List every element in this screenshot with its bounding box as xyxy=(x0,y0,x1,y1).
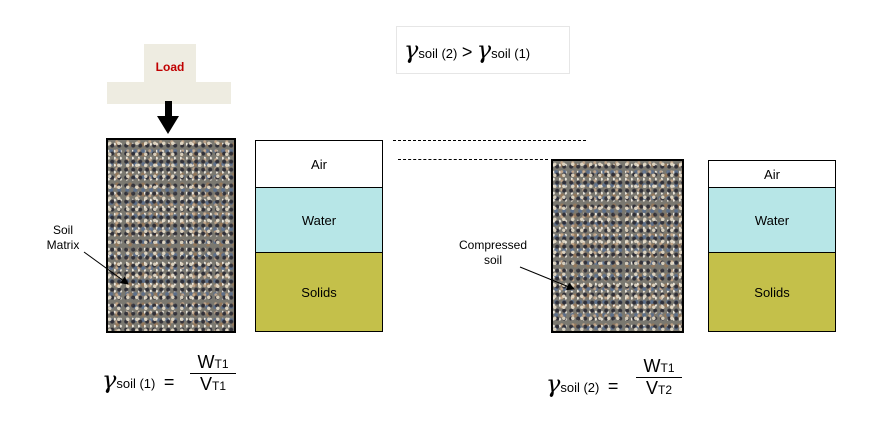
soil-matrix-pointer xyxy=(83,251,129,285)
equals-sign: = xyxy=(607,376,619,396)
gamma-symbol: γ xyxy=(102,366,117,394)
greater-than-operator: > xyxy=(461,42,473,62)
formula2-numerator-sub: T1 xyxy=(660,361,675,375)
formula1-numerator-sub: T1 xyxy=(214,357,229,371)
unit-weight-comparison xyxy=(396,26,570,74)
phase2-solids: Solids xyxy=(708,252,836,332)
soil-matrix-label-line1: Soil xyxy=(52,223,73,237)
soil-matrix-label: Soil Matrix xyxy=(38,223,88,253)
compressed-soil-pointer xyxy=(519,266,575,291)
load-arrow-shaft xyxy=(165,101,172,117)
phase2-air: Air xyxy=(708,160,836,188)
formula1-denominator-sub: T1 xyxy=(212,379,227,393)
formula-soil1-lhs: γsoil (1) = xyxy=(102,366,174,394)
load-block-top xyxy=(144,44,196,84)
down-arrow-icon xyxy=(157,116,179,134)
dashed-line-initial xyxy=(393,140,586,141)
compressed-soil-label-line1: Compressed xyxy=(458,238,528,252)
load-label: Load xyxy=(155,60,185,74)
formula-soil2-lhs: γsoil (2) = xyxy=(546,370,618,398)
formula2-denominator: V xyxy=(645,378,658,398)
formula-soil2-fraction: WT1 VT2 xyxy=(636,356,682,399)
gamma-symbol: γ xyxy=(476,36,492,64)
compressed-soil-label: Compressed soil xyxy=(448,238,538,268)
formula2-sub: soil (2) xyxy=(560,380,600,395)
soil-matrix-label-line2: Matrix xyxy=(46,238,80,252)
phase1-air: Air xyxy=(255,140,383,188)
fraction-bar xyxy=(636,377,682,378)
soil-matrix-image xyxy=(106,138,236,333)
inequality-right-sub: soil (1) xyxy=(491,46,531,61)
gamma-symbol: γ xyxy=(404,36,419,64)
compressed-soil-label-line2: soil xyxy=(483,253,502,267)
formula1-denominator: V xyxy=(199,374,212,394)
formula2-denominator-sub: T2 xyxy=(658,383,673,397)
phase2-water: Water xyxy=(708,187,836,253)
formula2-numerator: W xyxy=(643,356,661,376)
phase1-water: Water xyxy=(255,187,383,253)
load-block-base xyxy=(107,82,231,104)
formula1-numerator: W xyxy=(197,352,215,372)
inequality-left-sub: soil (2) xyxy=(418,46,458,61)
dashed-line-compressed xyxy=(398,159,548,160)
formula-soil1-fraction: WT1 VT1 xyxy=(190,352,236,395)
compressed-soil-image xyxy=(551,159,684,333)
formula1-sub: soil (1) xyxy=(116,376,156,391)
equals-sign: = xyxy=(163,372,175,392)
unit-weight-inequality: γsoil (2) > γsoil (1) xyxy=(404,36,530,64)
gamma-symbol: γ xyxy=(546,370,561,398)
phase1-solids: Solids xyxy=(255,252,383,332)
fraction-bar xyxy=(190,373,236,374)
